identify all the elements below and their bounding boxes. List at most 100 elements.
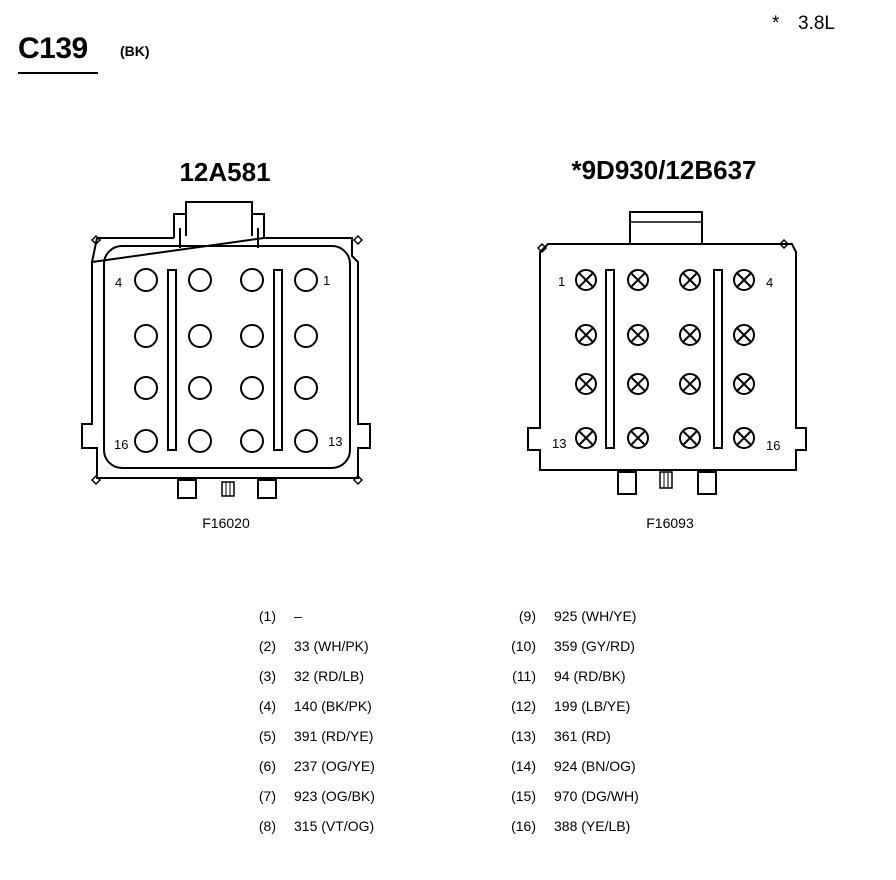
male-pin xyxy=(679,427,701,449)
engine-note: * 3.8L xyxy=(772,13,835,35)
male-pin xyxy=(733,269,755,291)
left-pin-label-1: 1 xyxy=(323,273,330,288)
male-pin-cross xyxy=(630,430,646,446)
pinout-row: (6) 237 (OG/YE) xyxy=(240,758,375,778)
right-latch xyxy=(629,211,703,244)
male-pin xyxy=(627,373,649,395)
right-pin-label-1: 1 xyxy=(558,274,565,289)
male-pin-cross xyxy=(736,272,752,288)
pinout-row: (8) 315 (VT/OG) xyxy=(240,818,374,838)
wire-spec: 32 (RD/LB) xyxy=(294,668,365,684)
wire-spec: 924 (BN/OG) xyxy=(554,758,636,774)
male-pin-cross xyxy=(578,430,594,446)
right-divider-1 xyxy=(605,269,615,449)
pin-number: (2) xyxy=(258,638,276,654)
male-pin-cross xyxy=(682,430,698,446)
pin-number: (3) xyxy=(258,668,276,684)
male-pin-cross xyxy=(578,376,594,392)
pinout-row: (3) 32 (RD/LB) xyxy=(240,668,364,688)
wire-spec: – xyxy=(294,608,302,624)
pinout-row: (5) 391 (RD/YE) xyxy=(240,728,373,748)
wire-spec: 925 (WH/YE) xyxy=(554,608,637,624)
pin-number: (11) xyxy=(512,668,536,684)
pin-number: (6) xyxy=(258,758,276,774)
male-pin xyxy=(575,373,597,395)
male-pin xyxy=(733,373,755,395)
male-pin-cross xyxy=(736,327,752,343)
male-pin xyxy=(627,269,649,291)
left-divider-2 xyxy=(273,269,283,451)
pinout-row: (1) – xyxy=(240,608,302,628)
male-pin xyxy=(575,427,597,449)
male-pin-cross xyxy=(682,376,698,392)
right-pin-grid xyxy=(575,269,755,449)
wire-spec: 923 (OG/BK) xyxy=(294,788,375,804)
pinout-row: (12)199 (LB/YE) xyxy=(500,698,630,718)
connector-color: (BK) xyxy=(120,43,150,59)
wire-spec: 33 (WH/PK) xyxy=(294,638,369,654)
pin-number: (13) xyxy=(511,728,536,744)
pin-number: (12) xyxy=(511,698,536,714)
pinout-row: (4) 140 (BK/PK) xyxy=(240,698,372,718)
male-pin xyxy=(575,324,597,346)
male-pin xyxy=(679,373,701,395)
left-divider-1 xyxy=(167,269,177,451)
note-symbol: * xyxy=(772,13,780,34)
pin-number: (5) xyxy=(258,728,276,744)
pinout-row: (11) 94 (RD/BK) xyxy=(500,668,626,688)
wire-spec: 140 (BK/PK) xyxy=(294,698,372,714)
pin-number: (16) xyxy=(511,818,536,834)
male-pin xyxy=(733,324,755,346)
pin-number: (1) xyxy=(258,608,276,624)
wire-spec: 94 (RD/BK) xyxy=(554,668,626,684)
male-pin-cross xyxy=(630,327,646,343)
pin-number: (14) xyxy=(511,758,536,774)
wire-spec: 391 (RD/YE) xyxy=(294,728,374,744)
left-latch xyxy=(185,201,253,236)
left-pin-label-4: 4 xyxy=(115,275,122,290)
pinout-row: (14) 924 (BN/OG) xyxy=(500,758,636,778)
male-pin-cross xyxy=(682,272,698,288)
male-pin-cross xyxy=(578,272,594,288)
pinout-row: (15) 970 (DG/WH) xyxy=(500,788,639,808)
male-pin-cross xyxy=(682,327,698,343)
note-text: 3.8L xyxy=(798,13,835,34)
wire-spec: 970 (DG/WH) xyxy=(554,788,639,804)
pinout-row: (9) 925 (WH/YE) xyxy=(500,608,637,628)
wire-spec: 361 (RD) xyxy=(554,728,611,744)
pin-number: (8) xyxy=(258,818,276,834)
male-pin xyxy=(575,269,597,291)
left-body-inner xyxy=(103,245,351,469)
left-connector-drawing xyxy=(81,201,371,499)
male-pin-cross xyxy=(736,430,752,446)
pinout-row: (13) 361 (RD) xyxy=(500,728,611,748)
left-pin-label-16: 16 xyxy=(114,437,128,452)
male-pin xyxy=(627,427,649,449)
wire-spec: 388 (YE/LB) xyxy=(554,818,631,834)
left-pin-label-13: 13 xyxy=(328,434,342,449)
right-connector-drawing xyxy=(527,211,807,495)
pin-number: (10) xyxy=(511,638,536,654)
left-figure-code: F16020 xyxy=(202,515,250,531)
male-pin xyxy=(733,427,755,449)
pinout-row: (2) 33 (WH/PK) xyxy=(240,638,369,658)
pin-number: (9) xyxy=(518,608,536,624)
right-pin-label-13: 13 xyxy=(552,436,566,451)
wire-spec: 315 (VT/OG) xyxy=(294,818,375,834)
pin-number: (7) xyxy=(258,788,276,804)
connector-id: C139 xyxy=(18,32,88,65)
right-figure-code: F16093 xyxy=(646,515,694,531)
male-pin-cross xyxy=(630,272,646,288)
wire-spec: 237 (OG/YE) xyxy=(294,758,375,774)
male-pin-cross xyxy=(578,327,594,343)
male-pin xyxy=(627,324,649,346)
pin-number: (15) xyxy=(511,788,536,804)
male-pin xyxy=(679,324,701,346)
left-connector-title: 12A581 xyxy=(179,157,271,187)
male-pin xyxy=(679,269,701,291)
right-divider-2 xyxy=(713,269,723,449)
pin-number: (4) xyxy=(258,698,276,714)
male-pin-cross xyxy=(630,376,646,392)
left-body-outer xyxy=(81,237,371,479)
